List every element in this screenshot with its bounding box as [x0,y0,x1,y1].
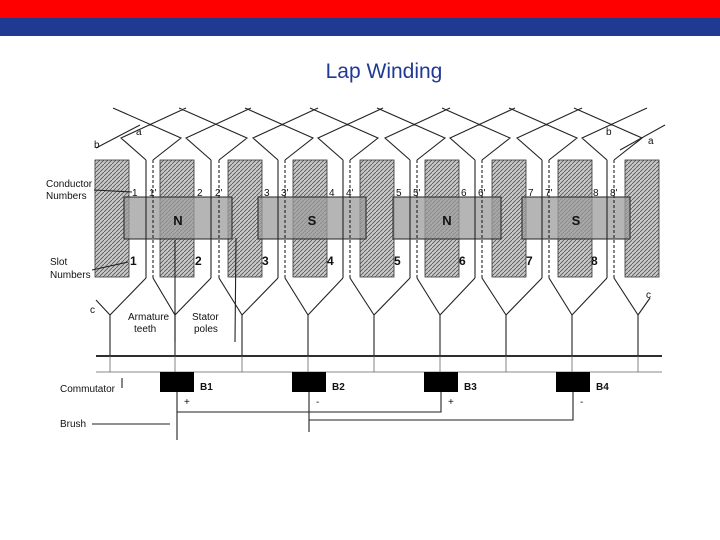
slot-number: 2 [195,254,202,268]
slot-number: 1 [130,254,137,268]
label-slot-numbers-2: Numbers [50,270,91,281]
conductor-number: 1 [132,188,138,199]
label-stator-poles-2: poles [194,324,218,335]
pole-label-3: N [442,213,451,228]
lap-winding-diagram: N S N S 1 1' 1 2 2' 2 3 3' 3 4 4' 4 5 5' 5 6 6' 6 7 7' 7 8 8' 8B1 + B… [46,107,666,440]
slot-number: 3 [262,254,269,268]
label-armature-teeth: Armature [128,312,170,323]
label-a-left: a [136,127,142,138]
slot-number: 6 [459,254,466,268]
conductor-number: 7 [528,188,534,199]
conductor-number: 8 [593,188,599,199]
brush-sign-4: - [580,397,583,408]
slot-number: 8 [591,254,598,268]
label-slot-numbers: Slot [50,257,67,268]
conductor-number: 4 [329,188,335,199]
conductor-number: 3' [281,188,289,199]
brush-label-2: B2 [332,382,345,393]
brush-label-4: B4 [596,382,609,393]
conductor-number: 5 [396,188,402,199]
conductor-number: 8' [610,188,618,199]
armature-tooth-1 [94,159,130,278]
top-blue-bar [0,18,720,36]
winding-wires-group [91,107,666,425]
conductor-number: 2 [197,188,203,199]
conductor-number: 4' [346,188,354,199]
label-conductor-numbers-2: Numbers [46,191,87,202]
pointer-conductor-numbers [93,189,133,193]
conductor-number: 6' [478,188,486,199]
stator-pole-2 [257,196,367,240]
conductor-number: 7' [545,188,553,199]
page-title: Lap Winding [325,60,443,83]
brush-4 [556,372,590,392]
conductor-number: 6 [461,188,467,199]
label-b-right: b [606,127,612,138]
label-stator-poles: Stator [192,312,219,323]
brush-label-3: B3 [464,382,477,393]
slot-number: 4 [327,254,334,268]
pointer-slot-numbers [91,261,129,271]
pointer-stator-poles [234,237,237,343]
armature-tooth-3 [227,159,263,278]
top-red-bar [0,0,720,18]
brush-sign-2: - [316,397,319,408]
lead-c-left [95,299,111,316]
slot-number: 5 [394,254,401,268]
diagram-labels-group: N S N S 1 1' 1 2 2' 2 3 3' 3 4 4' 4 5 5' 5 6 6' 6 7 7' 7 8 8' 8B1 + B… [46,127,654,430]
label-conductor-numbers: Conductor [46,179,93,190]
bottom-end-connections [109,277,639,355]
lead-b-left [95,124,141,149]
stator-pole-1 [123,196,233,240]
label-b-left: b [94,140,100,151]
conductor-number: 1' [149,188,157,199]
brush-label-1: B1 [200,382,213,393]
brush-sign-1: + [184,397,190,408]
lead-c-right [637,297,651,316]
conductor-number: 2' [215,188,223,199]
slot-number: 7 [526,254,533,268]
conductor-number: 5' [413,188,421,199]
label-armature-teeth-2: teeth [134,324,156,335]
brush-2 [292,372,326,392]
brush-1 [160,372,194,392]
label-brush: Brush [60,419,86,430]
brush-3 [424,372,458,392]
pole-label-2: S [308,213,317,228]
conductor-number: 3 [264,188,270,199]
pole-label-4: S [572,213,581,228]
top-end-connections [112,107,648,161]
lead-b-right [619,124,666,151]
pole-label-1: N [173,213,182,228]
label-commutator: Commutator [60,384,116,395]
brush-sign-3: + [448,397,454,408]
label-a-right: a [648,136,654,147]
stator-pole-4 [521,196,631,240]
label-c-left: c [90,305,95,316]
commutator-group [96,355,662,440]
stator-pole-3 [392,196,502,240]
brush-leads [176,392,574,440]
label-c-right: c [646,290,651,301]
stator-poles-group [123,196,631,240]
